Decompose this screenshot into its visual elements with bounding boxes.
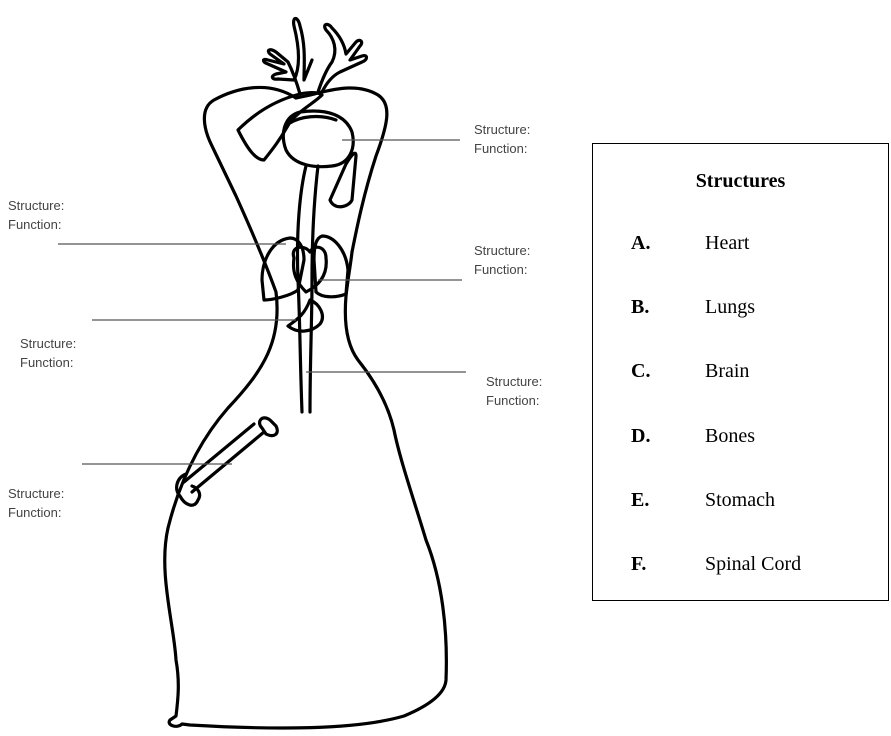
structure-letter: D. [631, 425, 650, 448]
structure-row: E. Stomach [593, 489, 888, 519]
structure-letter: E. [631, 489, 649, 512]
structure-letter: B. [631, 296, 649, 319]
label-1: Structure: Function: [474, 120, 530, 158]
structure-name: Brain [705, 360, 749, 383]
stomach [288, 300, 322, 331]
label-function: Function: [474, 139, 530, 158]
label-structure: Structure: [474, 120, 530, 139]
right-hand [318, 24, 367, 92]
structure-name: Spinal Cord [705, 553, 801, 576]
label-2: Structure: Function: [8, 196, 64, 234]
structure-row: C. Brain [593, 360, 888, 390]
structure-name: Lungs [705, 296, 755, 319]
label-5: Structure: Function: [486, 372, 542, 410]
structure-name: Bones [705, 425, 755, 448]
label-structure: Structure: [8, 196, 64, 215]
body-outline [165, 87, 447, 728]
label-function: Function: [486, 391, 542, 410]
label-3: Structure: Function: [474, 241, 530, 279]
structure-letter: C. [631, 360, 650, 383]
structure-letter: A. [631, 232, 650, 255]
label-function: Function: [8, 215, 64, 234]
label-structure: Structure: [20, 334, 76, 353]
structure-name: Heart [705, 232, 749, 255]
label-structure: Structure: [474, 241, 530, 260]
label-function: Function: [8, 503, 64, 522]
label-6: Structure: Function: [8, 484, 64, 522]
right-lung [314, 236, 348, 297]
structure-row: D. Bones [593, 425, 888, 455]
structures-box: Structures A. Heart B. Lungs C. Brain D.… [592, 143, 889, 601]
structure-row: F. Spinal Cord [593, 553, 888, 583]
left-hand [264, 19, 313, 95]
structures-title: Structures [593, 170, 888, 193]
label-structure: Structure: [8, 484, 64, 503]
structure-letter: F. [631, 553, 646, 576]
structure-row: B. Lungs [593, 296, 888, 326]
structure-name: Stomach [705, 489, 775, 512]
label-4: Structure: Function: [20, 334, 76, 372]
label-function: Function: [474, 260, 530, 279]
structure-row: A. Heart [593, 232, 888, 262]
label-structure: Structure: [486, 372, 542, 391]
label-function: Function: [20, 353, 76, 372]
left-arm-inner [238, 93, 322, 160]
